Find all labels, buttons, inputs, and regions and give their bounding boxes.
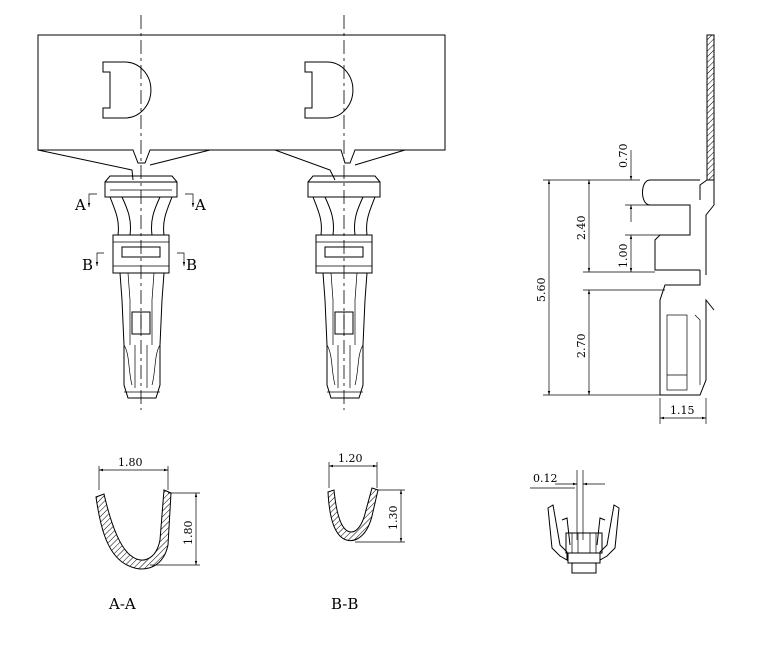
carrier-strip [37,34,446,181]
section-a-marker-right: A [194,196,206,214]
bb-width-dim: 1.20 [338,452,363,465]
bb-height-dim: 1.30 [387,506,400,531]
dim-top-offset: 0.70 [617,144,630,169]
section-bb: 1.20 1.30 B-B [327,452,405,613]
section-b-markers: B B [82,252,197,274]
dim-width: 1.15 [670,404,695,417]
dim-upper: 2.40 [575,216,588,241]
section-b-marker-right: B [186,256,197,274]
terminal-right [307,175,381,399]
section-a-marker-left: A [74,196,86,214]
section-aa-label: A-A [108,595,136,613]
side-view [642,34,715,396]
dim-lower: 2.70 [575,334,588,359]
aa-height-dim: 1.80 [182,521,195,546]
section-aa: 1.80 1.80 A-A [95,456,200,613]
dim-gap: 1.00 [617,244,630,269]
side-view-dimensions: 5.60 2.40 2.70 0.70 1.00 1.15 [535,144,707,424]
dim-total-height: 5.60 [535,278,548,303]
aa-width-dim: 1.80 [118,456,143,469]
end-view: 0.12 [530,470,620,574]
section-bb-label: B-B [331,595,358,613]
terminal-left [104,175,178,399]
section-b-marker-left: B [82,256,93,274]
section-a-markers: A A [74,193,206,214]
end-view-thickness-dim: 0.12 [533,472,558,485]
